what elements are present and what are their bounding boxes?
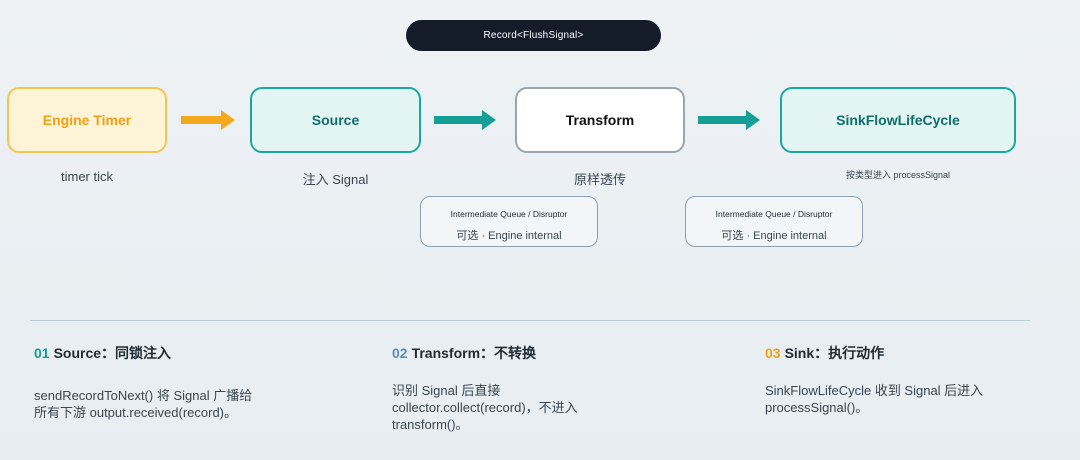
description-line: 识别 Signal 后直接 xyxy=(392,383,501,398)
sink-label: SinkFlowLifeCycle xyxy=(836,112,960,128)
step-title: Transform：不转换 xyxy=(411,345,537,361)
step-03-description: SinkFlowLifeCycle 收到 Signal 后进入 processS… xyxy=(765,382,983,416)
arrow-icon xyxy=(181,110,235,130)
queue-title: Intermediate Queue / Disruptor xyxy=(450,209,568,219)
section-divider xyxy=(30,320,1030,321)
sink-flow-lifecycle-node: SinkFlowLifeCycle xyxy=(780,87,1016,153)
banner-label: Record<FlushSignal> xyxy=(483,30,584,41)
arrow-icon xyxy=(698,110,760,130)
arrow-icon xyxy=(434,110,496,130)
description-line: sendRecordToNext() 将 Signal 广播给 xyxy=(34,388,253,403)
record-flushsignal-banner: Record<FlushSignal> xyxy=(406,20,661,51)
engine-timer-label: Engine Timer xyxy=(42,112,132,128)
step-number: 01 xyxy=(34,345,50,361)
description-line: 所有下游 output.received(record)。 xyxy=(34,405,238,420)
transform-node: Transform xyxy=(515,87,685,153)
description-line: SinkFlowLifeCycle 收到 Signal 后进入 xyxy=(765,383,984,398)
intermediate-queue-box: Intermediate Queue / Disruptor 可选 · Engi… xyxy=(420,196,598,247)
source-caption: 注入 Signal xyxy=(302,172,369,187)
intermediate-queue-box: Intermediate Queue / Disruptor 可选 · Engi… xyxy=(685,196,863,247)
source-node: Source xyxy=(250,87,421,153)
description-line: transform()。 xyxy=(392,417,469,432)
engine-timer-caption: timer tick xyxy=(61,169,113,184)
step-number: 02 xyxy=(392,345,408,361)
source-label: Source xyxy=(311,112,360,128)
transform-caption: 原样透传 xyxy=(573,172,626,187)
description-line: collector.collect(record)，不进入 xyxy=(392,400,578,415)
sink-caption: 按类型进入 processSignal xyxy=(845,170,951,180)
step-01-description: sendRecordToNext() 将 Signal 广播给 所有下游 out… xyxy=(34,387,252,421)
description-line: processSignal()。 xyxy=(765,400,869,415)
step-title: Source：同锁注入 xyxy=(53,345,172,361)
engine-timer-node: Engine Timer xyxy=(7,87,167,153)
step-number: 03 xyxy=(765,345,781,361)
step-02-description: 识别 Signal 后直接 collector.collect(record)，… xyxy=(392,382,578,433)
queue-subtitle: 可选 · Engine internal xyxy=(456,230,562,242)
transform-label: Transform xyxy=(565,112,635,128)
queue-subtitle: 可选 · Engine internal xyxy=(721,230,827,242)
step-title: Sink：执行动作 xyxy=(784,345,885,361)
queue-title: Intermediate Queue / Disruptor xyxy=(715,209,833,219)
